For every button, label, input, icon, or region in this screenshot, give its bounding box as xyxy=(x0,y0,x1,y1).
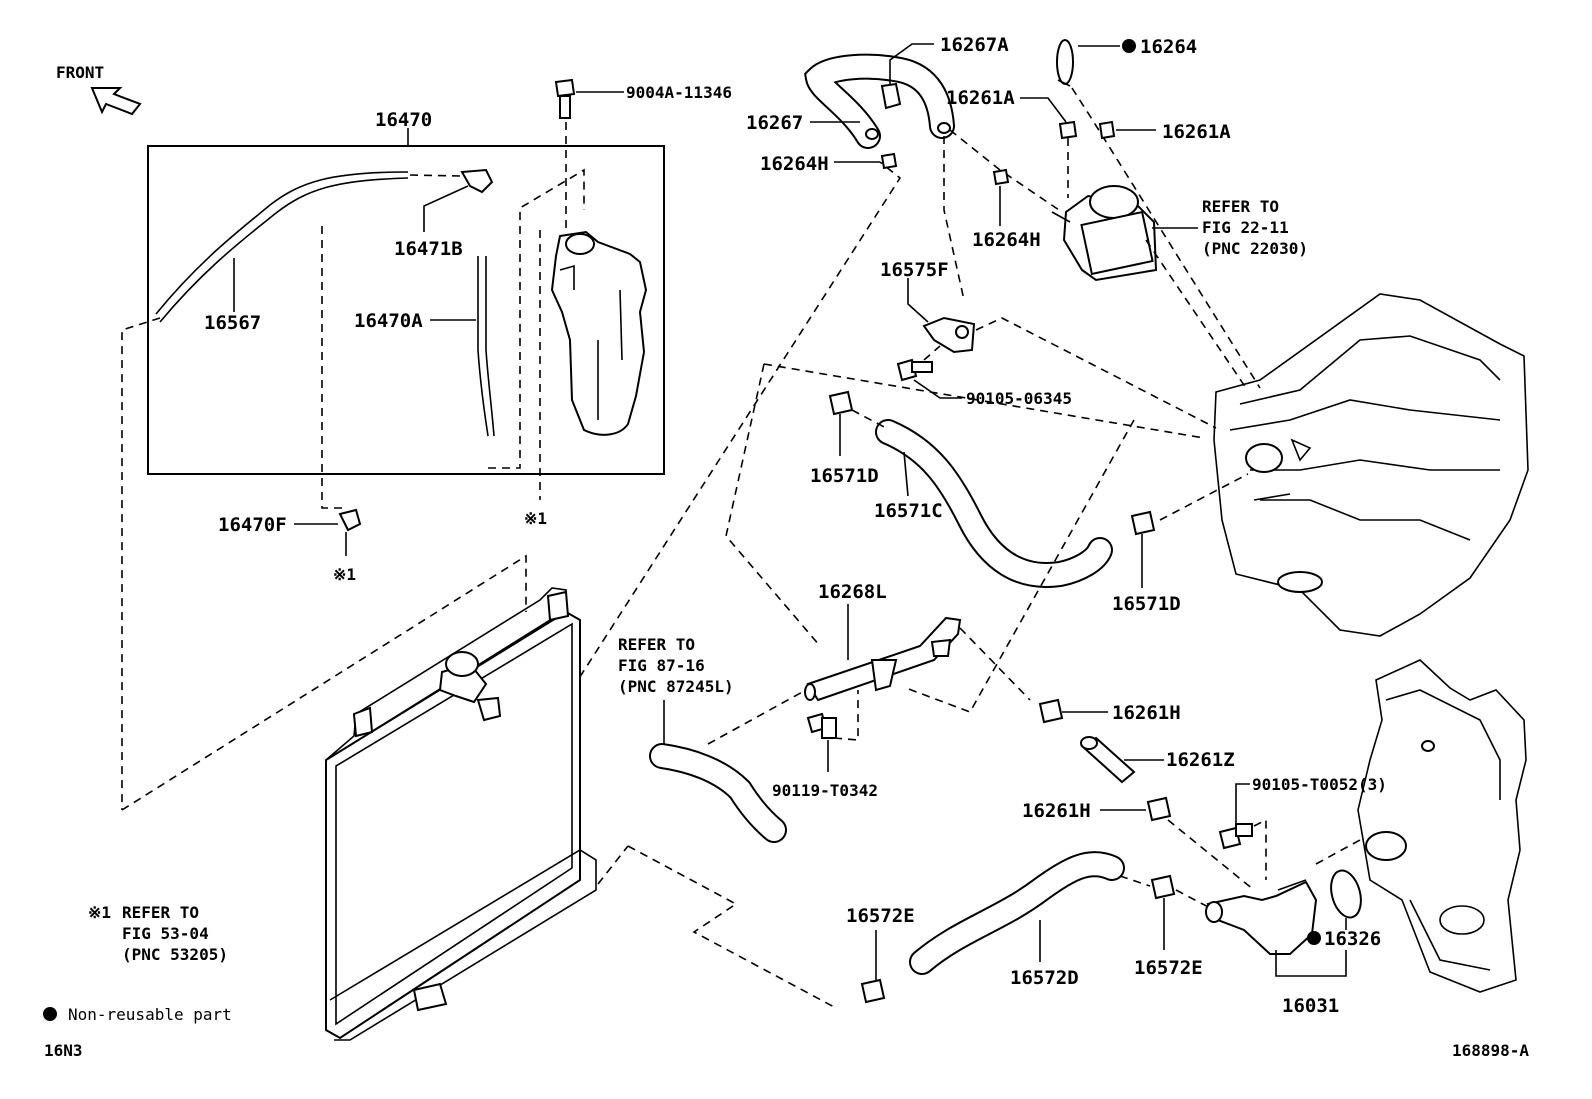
clip-16264H-2 xyxy=(992,168,1010,186)
gasket-16326 xyxy=(1330,869,1362,919)
legend-ref-line-3: (PNC 53205) xyxy=(122,945,228,964)
label-16470: 16470 xyxy=(375,109,432,131)
clip-16261A-2 xyxy=(1098,120,1116,140)
label-9004A-11346: 9004A-11346 xyxy=(626,83,732,102)
clamp-16261H-2 xyxy=(1146,796,1172,822)
label-90105-T0052: 90105-T0052(3) xyxy=(1252,775,1387,794)
front-indicator: FRONT xyxy=(56,63,142,116)
label-16571D-1: 16571D xyxy=(810,465,879,487)
label-16261A-2: 16261A xyxy=(1162,121,1231,143)
hose-16261Z xyxy=(1080,736,1136,784)
ref-mark-2: ※1 xyxy=(524,509,547,528)
legend-nonreusable: Non-reusable part xyxy=(68,1005,232,1024)
label-16571D-2: 16571D xyxy=(1112,593,1181,615)
bolt-90105-T0052 xyxy=(1218,823,1253,850)
label-16264: 16264 xyxy=(1140,36,1197,58)
label-16572D: 16572D xyxy=(1010,967,1079,989)
refer-87-line-3: (PNC 87245L) xyxy=(618,677,734,696)
assembly-box xyxy=(147,145,665,475)
label-16267: 16267 xyxy=(746,112,803,134)
refer-22-line-3: (PNC 22030) xyxy=(1202,239,1308,258)
hose-16470A xyxy=(477,256,489,437)
heater-hose xyxy=(649,743,787,843)
refer-87-line-2: FIG 87-16 xyxy=(618,656,705,675)
clip-16261A-1 xyxy=(1058,120,1078,140)
non-reusable-icon-16264 xyxy=(1122,39,1136,53)
refer-87-line-1: REFER TO xyxy=(618,635,695,654)
label-16267A: 16267A xyxy=(940,34,1009,56)
ref-mark-1: ※1 xyxy=(333,565,356,584)
label-90119-T0342: 90119-T0342 xyxy=(772,781,878,800)
water-outlet-16031 xyxy=(1205,879,1318,955)
clamp-16571D-2 xyxy=(1130,510,1156,536)
pipe-16268L xyxy=(804,616,962,702)
hose-16572D xyxy=(909,851,1125,975)
label-16572E-2: 16572E xyxy=(1134,957,1203,979)
footer-left-code: 16N3 xyxy=(44,1041,83,1060)
footer-right-code: 168898-A xyxy=(1452,1041,1529,1060)
label-16264H-1: 16264H xyxy=(760,153,829,175)
label-16575F: 16575F xyxy=(880,259,949,281)
refer-22-line-2: FIG 22-11 xyxy=(1202,218,1289,237)
legend-ref-line-2: FIG 53-04 xyxy=(122,924,209,943)
label-16261H-1: 16261H xyxy=(1112,702,1181,724)
fitting-16471B xyxy=(460,168,494,194)
label-16261Z: 16261Z xyxy=(1166,749,1235,771)
bolt-90119-T0342 xyxy=(806,712,837,739)
reservoir-tank xyxy=(550,230,648,436)
part-16264 xyxy=(1056,39,1074,87)
legend-ref-mark: ※1 xyxy=(88,903,111,922)
non-reusable-icon-16326 xyxy=(1307,931,1321,945)
timing-cover xyxy=(1357,659,1527,993)
label-16326: 16326 xyxy=(1324,928,1381,950)
engine-block xyxy=(1213,293,1529,637)
throttle-body xyxy=(1051,185,1158,282)
reservoir-assembly: 16470 16567 16471B 16470A 9004A-113 xyxy=(147,78,732,475)
clamp-16261H-1 xyxy=(1038,698,1064,724)
clip-16470F: 16470F ※1 xyxy=(218,226,362,584)
label-16470A: 16470A xyxy=(354,310,423,332)
label-16031: 16031 xyxy=(1282,995,1339,1017)
radiator xyxy=(325,587,597,1041)
front-label: FRONT xyxy=(56,63,104,82)
label-16571C: 16571C xyxy=(874,500,943,522)
bracket-16575F xyxy=(922,316,976,354)
label-16261A-1: 16261A xyxy=(946,87,1015,109)
label-16572E-1: 16572E xyxy=(846,905,915,927)
label-16261H-2: 16261H xyxy=(1022,800,1091,822)
bolt-9004A-11346 xyxy=(554,78,576,119)
front-arrow-icon xyxy=(90,87,142,116)
refer-22-line-1: REFER TO xyxy=(1202,197,1279,216)
label-16471B: 16471B xyxy=(394,238,463,260)
label-90105-06345: 90105-06345 xyxy=(966,389,1072,408)
hose-16267 xyxy=(804,53,955,149)
label-16470F: 16470F xyxy=(218,514,287,536)
clamp-16572E-2 xyxy=(1150,874,1176,900)
hose-16571C xyxy=(875,419,1113,588)
overflow-hose-16567 xyxy=(155,171,409,315)
label-16268L: 16268L xyxy=(818,581,887,603)
clamp-16571D-1 xyxy=(828,390,854,416)
label-16567: 16567 xyxy=(204,312,261,334)
label-16264H-2: 16264H xyxy=(972,229,1041,251)
bolt-90105-06345 xyxy=(896,358,933,382)
clip-16264H-1 xyxy=(880,152,898,170)
clamp-16572E-1 xyxy=(860,978,886,1004)
non-reusable-legend-icon xyxy=(43,1007,57,1021)
legend-ref-line-1: REFER TO xyxy=(122,903,199,922)
